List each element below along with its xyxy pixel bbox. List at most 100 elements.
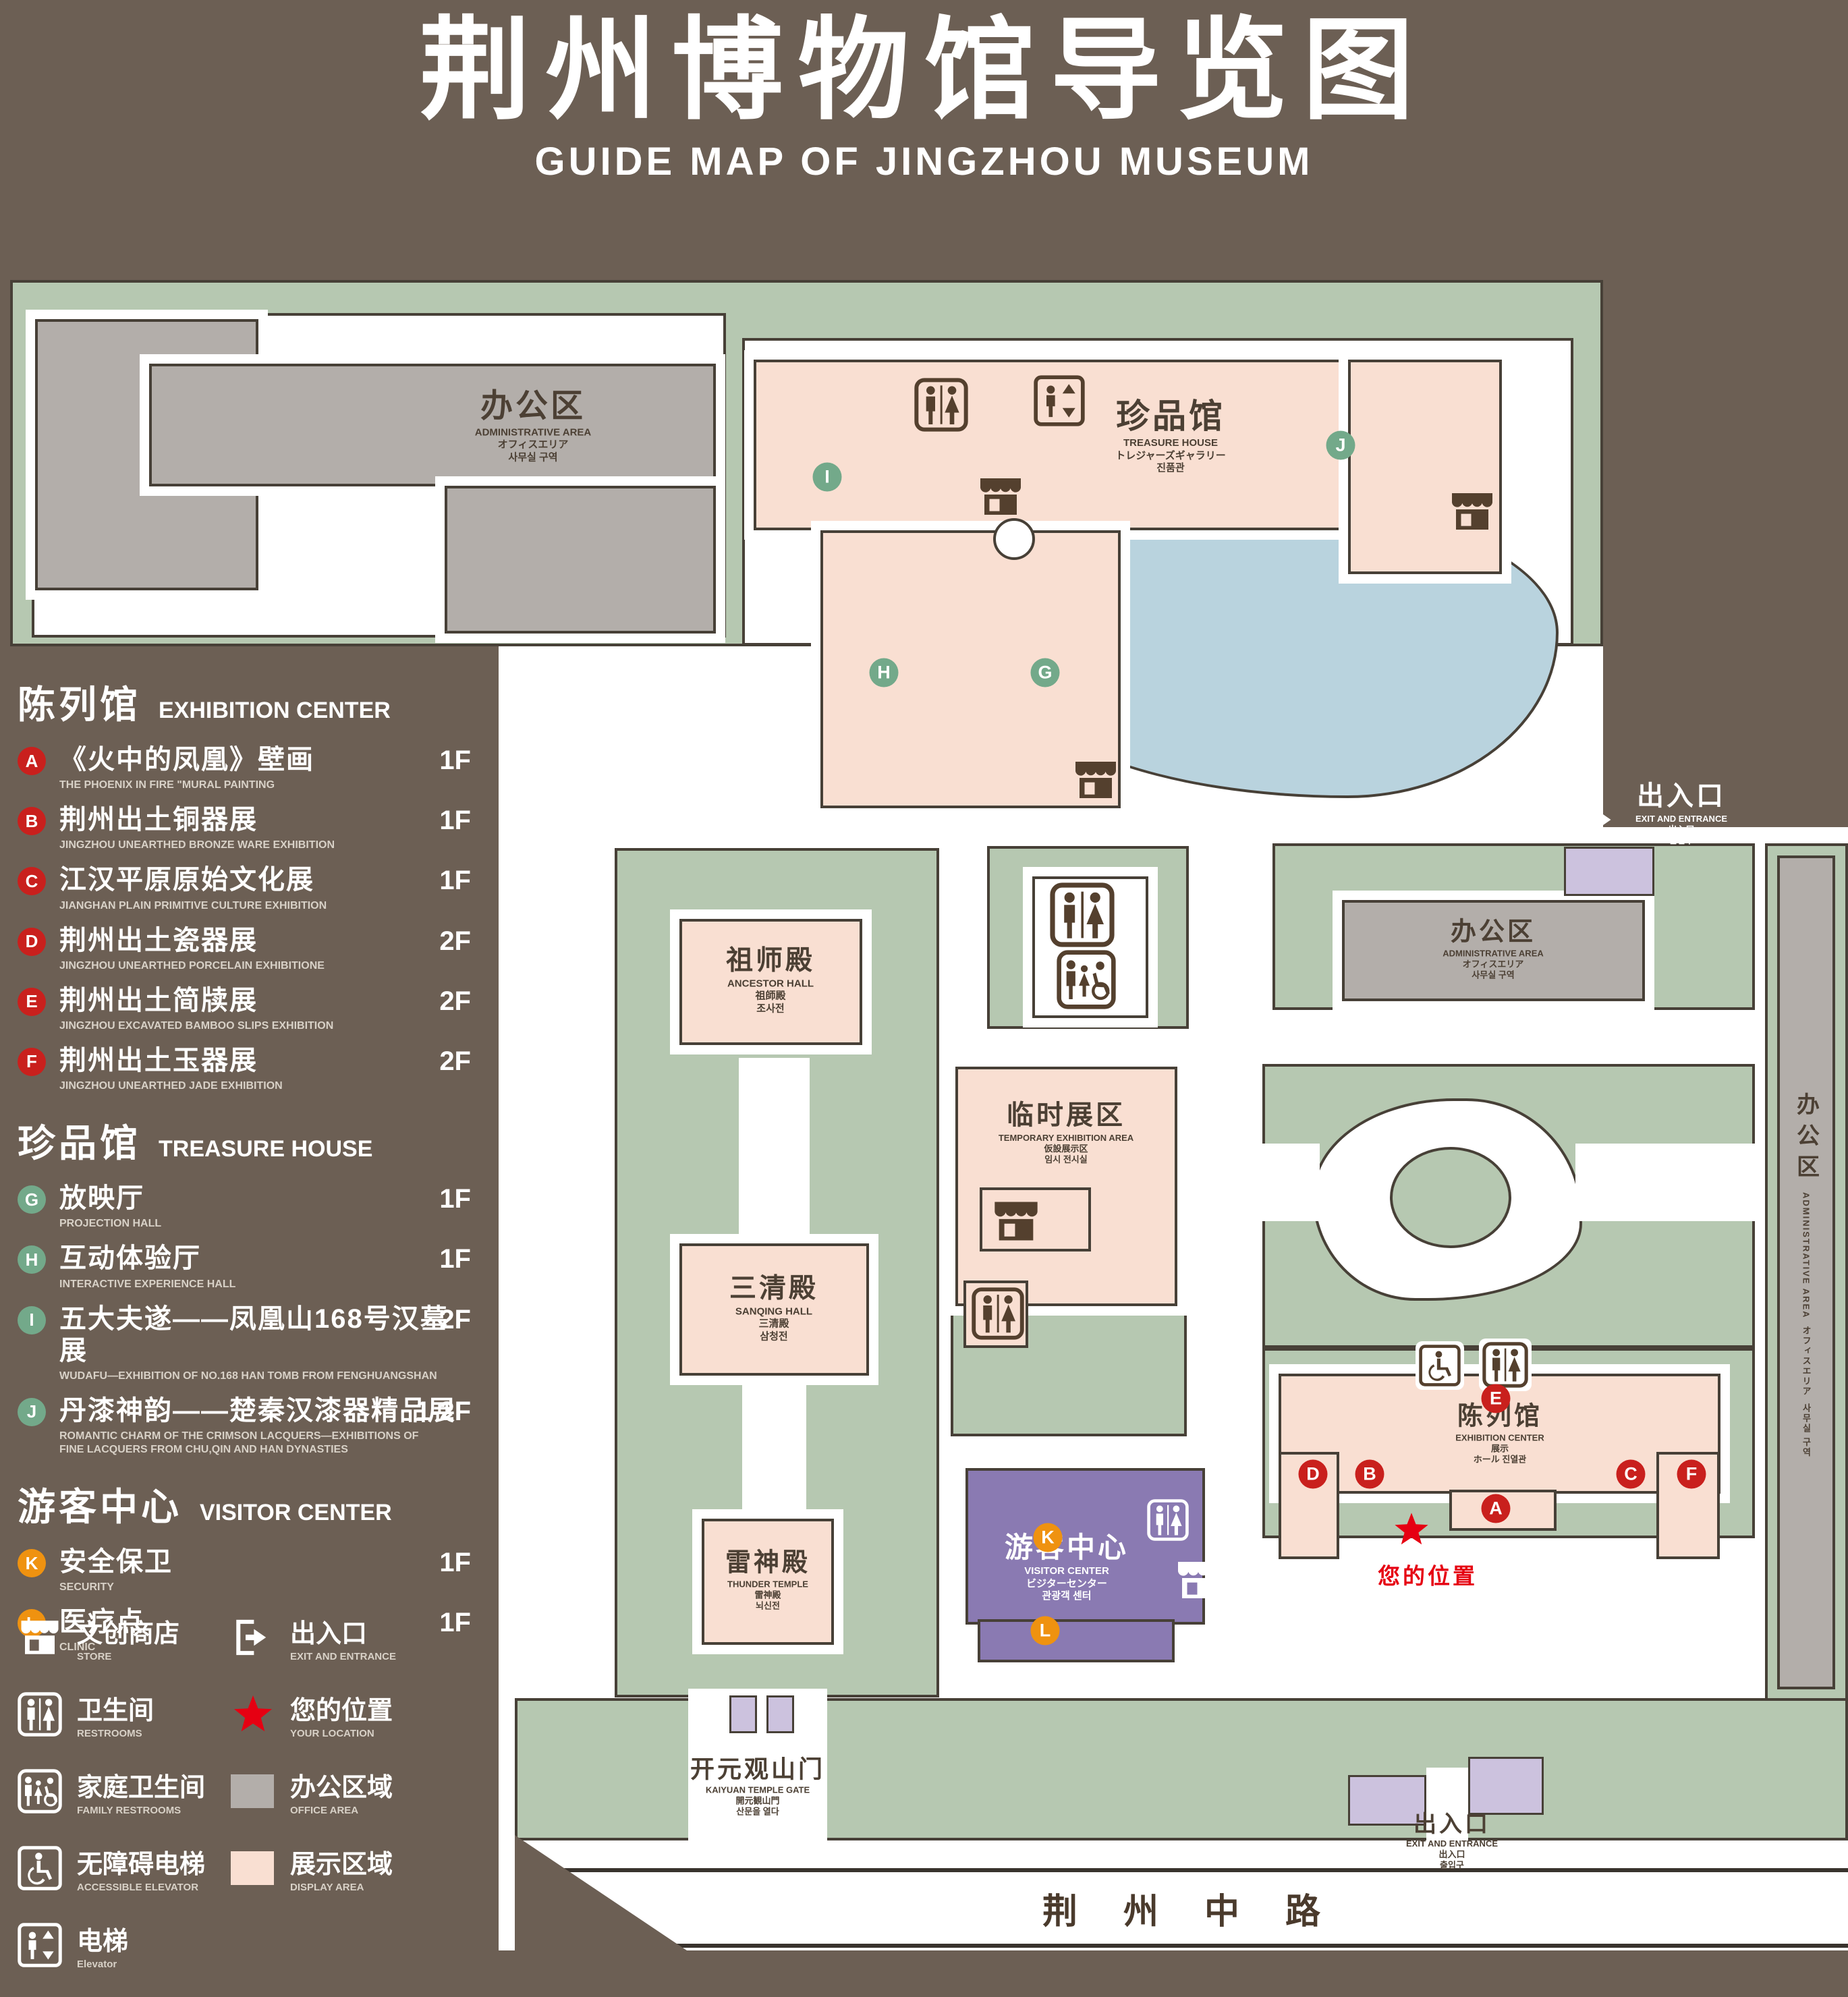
building-label-exhibition: 陈列馆 EXHIBITION CENTER 展示 ホール 진열관 [1455,1402,1544,1465]
map-marker-B: B [1355,1459,1384,1489]
garden-path-west [1262,1144,1320,1221]
restroom-icon [1479,1339,1532,1391]
store-icon [976,472,1025,521]
building-admin-east [1777,855,1835,1689]
building-label-thunder: 雷神殿 THUNDER TEMPLE 雷神殿 뇌신전 [725,1548,811,1611]
header: 荆州博物馆导览图 GUIDE MAP OF JINGZHOU MUSEUM [0,9,1848,184]
map-marker-L: L [1030,1616,1060,1646]
map-marker-J: J [1326,430,1355,460]
building-ancestor-hall [679,919,862,1045]
building-label-sanqing: 三清殿 SANQING HALL 三清殿 삼청전 [729,1273,818,1343]
family-icon [18,1769,62,1813]
road-jingzhou-middle: 荆州中路 [515,1868,1848,1948]
map-marker-E: E [1481,1384,1511,1413]
map-marker-H: H [869,658,899,687]
accessible-elevator-icon [18,1846,62,1890]
building-label-admin-east: 办公区 ADMINISTRATIVE AREA オフィスエリア 사무실 구역 [1793,1092,1819,1458]
star-icon [231,1692,275,1737]
legend-marker-A: A [18,747,46,775]
page-subtitle: GUIDE MAP OF JINGZHOU MUSEUM [534,139,1314,184]
building-label-treasure: 珍品馆 TREASURE HOUSE トレジャーズギャラリー 진품관 [1115,397,1226,474]
legend-marker-K: K [18,1549,46,1578]
store-icon [1071,756,1120,804]
store-icon [1174,1556,1223,1604]
temporary-store-box [980,1187,1091,1251]
treasure-round-plaza [993,518,1035,560]
swatch-gray-icon [231,1769,275,1813]
path-courtyard-2 [742,1376,806,1515]
east-exit-label: 出入口 EXIT AND ENTRANCE 出入口 출입구 [1635,781,1728,845]
garden-path-east [1575,1144,1755,1221]
map-marker-A: A [1481,1494,1511,1523]
building-label-admin-nw: 办公区 ADMINISTRATIVE AREA オフィスエリア 사무실 구역 [474,388,592,463]
swatch-pink-icon [231,1846,275,1890]
restroom-icon [914,378,968,432]
building-label-temporary: 临时展区 TEMPORARY EXHIBITION AREA 仮設展示区 임시 … [998,1100,1134,1164]
store-icon [1448,487,1496,536]
legend-marker-J: J [18,1397,46,1426]
legend-marker-D: D [18,927,46,956]
page-title: 荆州博物馆导览图 [419,8,1429,132]
building-label-admin-mid: 办公区 ADMINISTRATIVE AREA オフィスエリア 사무실 구역 [1443,918,1544,980]
building-visitor-center-south [978,1619,1175,1662]
restroom-icon [1050,882,1115,947]
east-exit-building [1564,847,1654,896]
building-sanqing-hall [679,1243,869,1376]
building-label-visitor: 游客中心 VISITOR CENTER ビジターセンター 관광객 센터 [1004,1531,1129,1602]
south-exit-building-east [1468,1757,1544,1815]
gate-pylon-west [729,1695,757,1733]
legend-marker-G: G [18,1185,46,1214]
map-marker-K: K [1033,1523,1063,1552]
south-exit-gap [1426,1768,1468,1840]
map-marker-D: D [1298,1459,1328,1489]
building-admin-nw-south-wing [445,486,716,634]
legend-marker-C: C [18,867,46,896]
exit-icon [231,1615,275,1660]
gate-label: 开元观山门 KAIYUAN TEMPLE GATE 開元観山門 산문을 열다 [690,1755,826,1817]
map-marker-F: F [1677,1459,1706,1489]
building-treasure-east-tower [1348,360,1502,574]
restroom-icon [18,1692,62,1737]
star-icon [1392,1510,1431,1549]
legend-marker-E: E [18,987,46,1016]
accessible-elevator-icon [1416,1341,1464,1390]
your-location-label: 您的位置 [1378,1563,1478,1589]
gate-gap [688,1689,827,1843]
south-exit-label: 出入口 EXIT AND ENTRANCE 出入口 출입구 [1405,1811,1499,1871]
exit-icon [1579,799,1619,840]
south-exit-building-west [1348,1775,1426,1826]
gate-pylon-east [766,1695,794,1733]
family-icon [1057,950,1116,1009]
garden-island [1390,1147,1511,1248]
building-admin-nw-top-bar [149,364,716,486]
legend-marker-B: B [18,807,46,836]
path-courtyard-1 [739,1058,810,1241]
store-icon [990,1196,1042,1247]
store-icon [18,1615,62,1660]
